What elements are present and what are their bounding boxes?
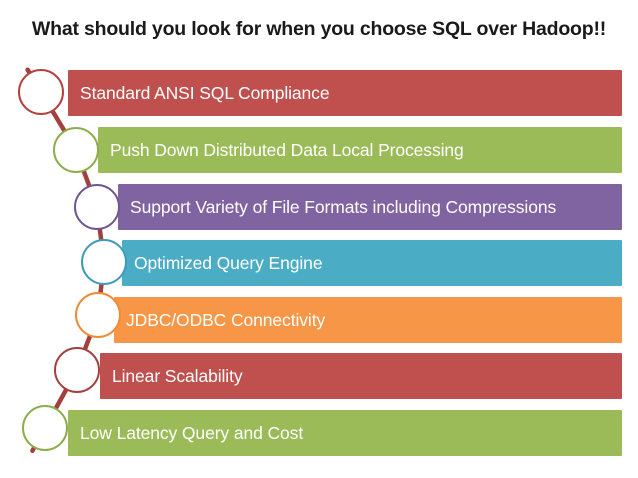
process-step-node-circle[interactable] xyxy=(53,127,99,173)
process-step-node-circle[interactable] xyxy=(22,405,68,451)
page-title: What should you look for when you choose… xyxy=(31,18,607,40)
process-step-label: JDBC/ODBC Connectivity xyxy=(126,309,326,330)
process-step-node-circle[interactable] xyxy=(74,184,120,230)
process-step-node-circle[interactable] xyxy=(75,292,121,338)
process-step-label: Push Down Distributed Data Local Process… xyxy=(110,139,464,160)
process-step-label: Support Variety of File Formats includin… xyxy=(130,196,557,217)
process-step-node-circle[interactable] xyxy=(18,69,64,115)
process-step-label: Optimized Query Engine xyxy=(134,252,323,273)
process-step-bar[interactable]: Push Down Distributed Data Local Process… xyxy=(98,127,622,173)
process-step-label: Low Latency Query and Cost xyxy=(80,422,304,443)
process-step-bar[interactable]: Standard ANSI SQL Compliance xyxy=(68,70,622,116)
process-step-bar[interactable]: Linear Scalability xyxy=(100,353,622,399)
process-step-node-circle[interactable] xyxy=(81,239,127,285)
process-step-bar[interactable]: Support Variety of File Formats includin… xyxy=(118,184,622,230)
process-step-label: Linear Scalability xyxy=(112,365,243,386)
process-step-bar[interactable]: Optimized Query Engine xyxy=(122,240,622,286)
process-step-bar[interactable]: Low Latency Query and Cost xyxy=(68,410,622,456)
process-step-node-circle[interactable] xyxy=(54,347,100,393)
process-step-label: Standard ANSI SQL Compliance xyxy=(80,82,330,103)
process-step-bar[interactable]: JDBC/ODBC Connectivity xyxy=(114,297,622,343)
